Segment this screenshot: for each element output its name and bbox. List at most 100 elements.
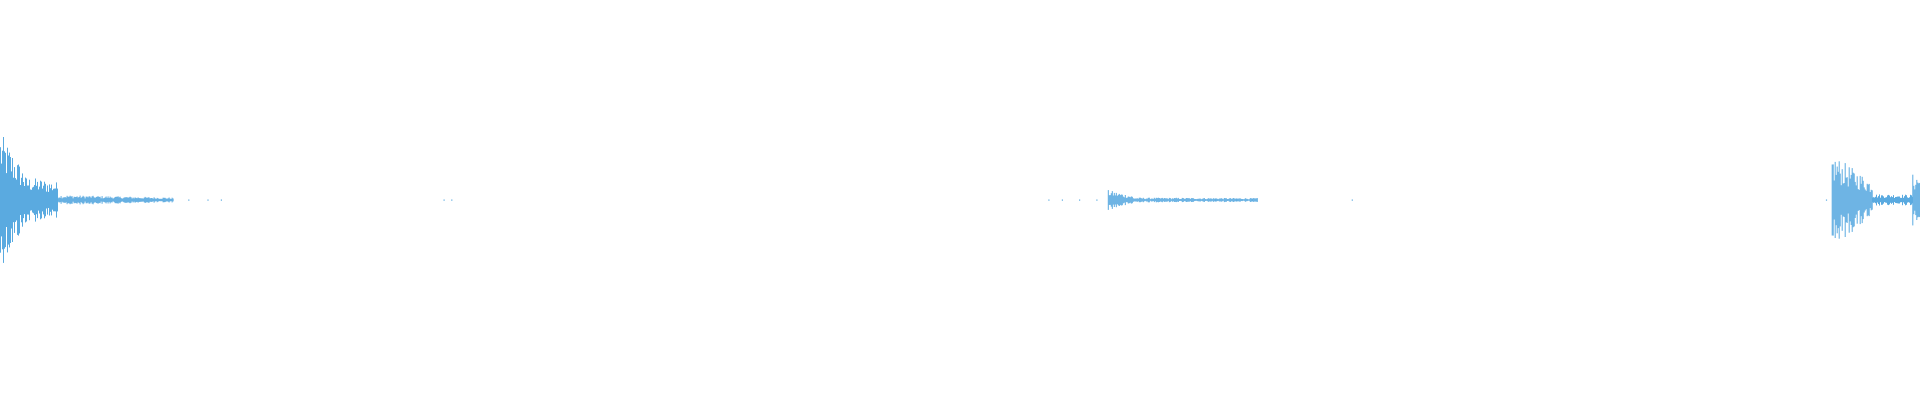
waveform-sample — [1229, 198, 1231, 202]
waveform-sample — [149, 198, 151, 202]
waveform-sample — [1903, 197, 1904, 203]
waveform-sample — [1223, 198, 1225, 203]
waveform-sample — [1194, 199, 1196, 201]
waveform-sample — [1139, 197, 1141, 203]
waveform-sample — [1184, 198, 1186, 202]
waveform-sample — [1898, 196, 1899, 204]
waveform-sample — [1230, 198, 1232, 202]
waveform-sample — [48, 191, 49, 208]
waveform-sample — [66, 195, 68, 205]
waveform-sample — [58, 197, 60, 203]
waveform-sample — [157, 198, 159, 202]
waveform-sample — [169, 198, 171, 202]
waveform-sample — [8, 155, 9, 245]
waveform-sample — [1875, 196, 1876, 204]
waveform-sample — [1834, 161, 1836, 238]
waveform-sample — [1193, 198, 1195, 202]
waveform-sample — [111, 197, 113, 203]
waveform-sample — [1911, 195, 1912, 205]
waveform-sample — [152, 198, 154, 202]
waveform-sample — [15, 178, 16, 222]
waveform-sample — [1218, 198, 1220, 202]
waveform-sample — [1210, 198, 1212, 202]
waveform-sample — [114, 197, 116, 204]
waveform-sample — [1217, 199, 1219, 201]
waveform-sample — [21, 177, 22, 223]
waveform-sample — [39, 186, 40, 214]
waveform-speck — [443, 199, 445, 201]
waveform-sample — [1906, 195, 1907, 205]
waveform-speck — [1079, 199, 1081, 201]
waveform-sample — [165, 198, 167, 202]
waveform-sample — [1247, 199, 1249, 201]
waveform-sample — [1894, 198, 1895, 203]
waveform-sample — [1180, 198, 1182, 202]
waveform-sample — [1228, 198, 1230, 202]
waveform-sample — [1137, 198, 1139, 202]
waveform-sample — [1208, 198, 1210, 202]
waveform-sample — [1842, 183, 1844, 217]
waveform-sample — [162, 197, 164, 203]
waveform-sample — [1880, 197, 1881, 203]
waveform-sample — [1155, 197, 1157, 203]
waveform-sample — [118, 197, 120, 203]
waveform-sample — [1177, 197, 1179, 202]
waveform-sample — [1845, 177, 1847, 223]
waveform-sample — [113, 197, 115, 203]
waveform-sample — [1853, 173, 1855, 227]
waveform-sample — [57, 188, 58, 212]
waveform-sample — [29, 179, 30, 221]
waveform-sample — [1224, 198, 1226, 202]
waveform-sample — [159, 198, 161, 202]
waveform-sample — [1130, 196, 1132, 204]
waveform-sample — [103, 198, 105, 203]
waveform-sample — [13, 177, 14, 223]
waveform-sample — [24, 186, 25, 215]
waveform-sample — [1170, 199, 1172, 201]
waveform-sample — [108, 198, 110, 202]
waveform-speck — [1236, 199, 1238, 201]
waveform-sample — [1897, 196, 1898, 204]
waveform-sample — [1865, 190, 1867, 210]
waveform-sample — [1160, 198, 1162, 202]
waveform-sample — [168, 197, 170, 203]
waveform-sample — [143, 197, 145, 203]
waveform-sample — [1159, 198, 1161, 202]
waveform-sample — [1233, 198, 1235, 202]
waveform-sample — [151, 198, 153, 202]
waveform-sample — [1116, 195, 1118, 205]
waveform-sample — [1169, 198, 1171, 202]
waveform-sample — [1908, 197, 1909, 203]
waveform-sample — [63, 197, 65, 203]
waveform-sample — [1205, 199, 1207, 201]
waveform-sample — [137, 197, 139, 203]
waveform-sample — [139, 198, 141, 202]
waveform-sample — [112, 198, 114, 202]
waveform-sample — [166, 198, 168, 202]
waveform-sample — [82, 195, 84, 205]
waveform-sample — [43, 185, 44, 215]
waveform-speck — [207, 199, 209, 201]
waveform-sample — [19, 166, 20, 234]
waveform-sample — [1848, 167, 1850, 233]
waveform-sample — [1141, 198, 1143, 202]
waveform-sample — [128, 197, 130, 203]
waveform-sample — [1179, 199, 1181, 201]
waveform-sample — [1214, 198, 1216, 202]
waveform-sample — [70, 196, 72, 204]
waveform-sample — [11, 171, 12, 229]
waveform-sample — [1206, 198, 1208, 202]
waveform-sample — [1201, 198, 1203, 202]
waveform-sample — [28, 185, 29, 215]
waveform-sample — [36, 185, 37, 215]
waveform-speck — [1251, 199, 1253, 201]
waveform-sample — [160, 198, 162, 202]
waveform-sample — [67, 196, 69, 204]
waveform-sample — [109, 196, 111, 204]
waveform-sample — [167, 198, 169, 202]
waveform-sample — [1175, 197, 1177, 203]
waveform-sample — [1143, 198, 1145, 202]
waveform-sample — [1133, 198, 1135, 202]
waveform-sample — [144, 196, 146, 203]
